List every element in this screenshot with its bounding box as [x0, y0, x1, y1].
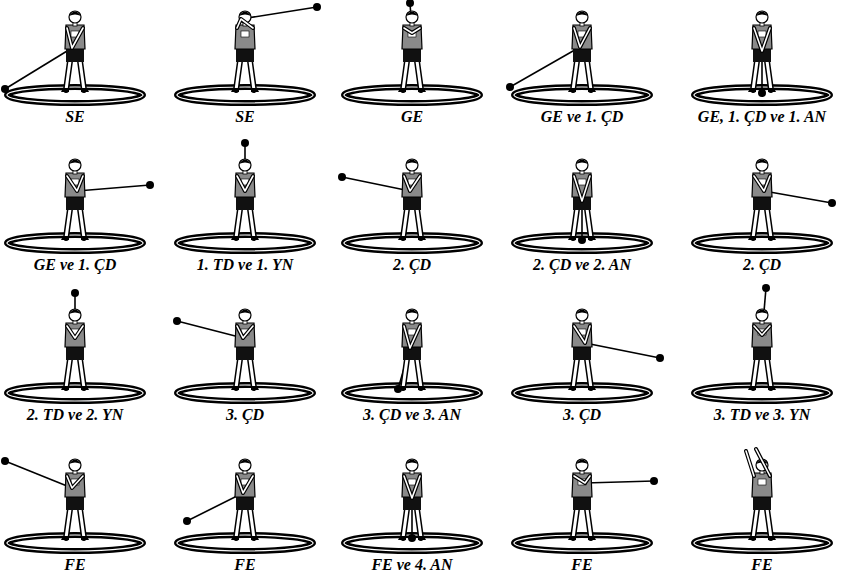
step-label: 2. TD ve 2. YN	[27, 406, 124, 424]
step-label: 2. ÇD	[393, 256, 431, 274]
step-label: 3. TD ve 3. YN	[714, 406, 811, 424]
step-label: FE ve 4. AN	[371, 556, 452, 574]
step-label: 2. ÇD	[743, 256, 781, 274]
step-label: FE	[234, 556, 255, 574]
step-label: GE, 1. ÇD ve 1. AN	[698, 108, 826, 126]
step-label: 1. TD ve 1. YN	[197, 256, 294, 274]
step-label: SE	[235, 108, 255, 126]
step-label: 3. ÇD ve 3. AN	[363, 406, 461, 424]
athlete-figure	[1, 0, 836, 542]
step-label: SE	[65, 108, 85, 126]
step-label: 3. ÇD	[563, 406, 601, 424]
step-label: GE	[401, 108, 423, 126]
throw-ring	[7, 87, 830, 551]
step-label: FE	[64, 556, 85, 574]
step-label: FE	[751, 556, 772, 574]
step-label: 2. ÇD ve 2. AN	[533, 256, 631, 274]
step-label: 3. ÇD	[226, 406, 264, 424]
step-label: FE	[571, 556, 592, 574]
step-label: GE ve 1. ÇD	[541, 108, 624, 126]
step-label: GE ve 1. ÇD	[34, 256, 117, 274]
